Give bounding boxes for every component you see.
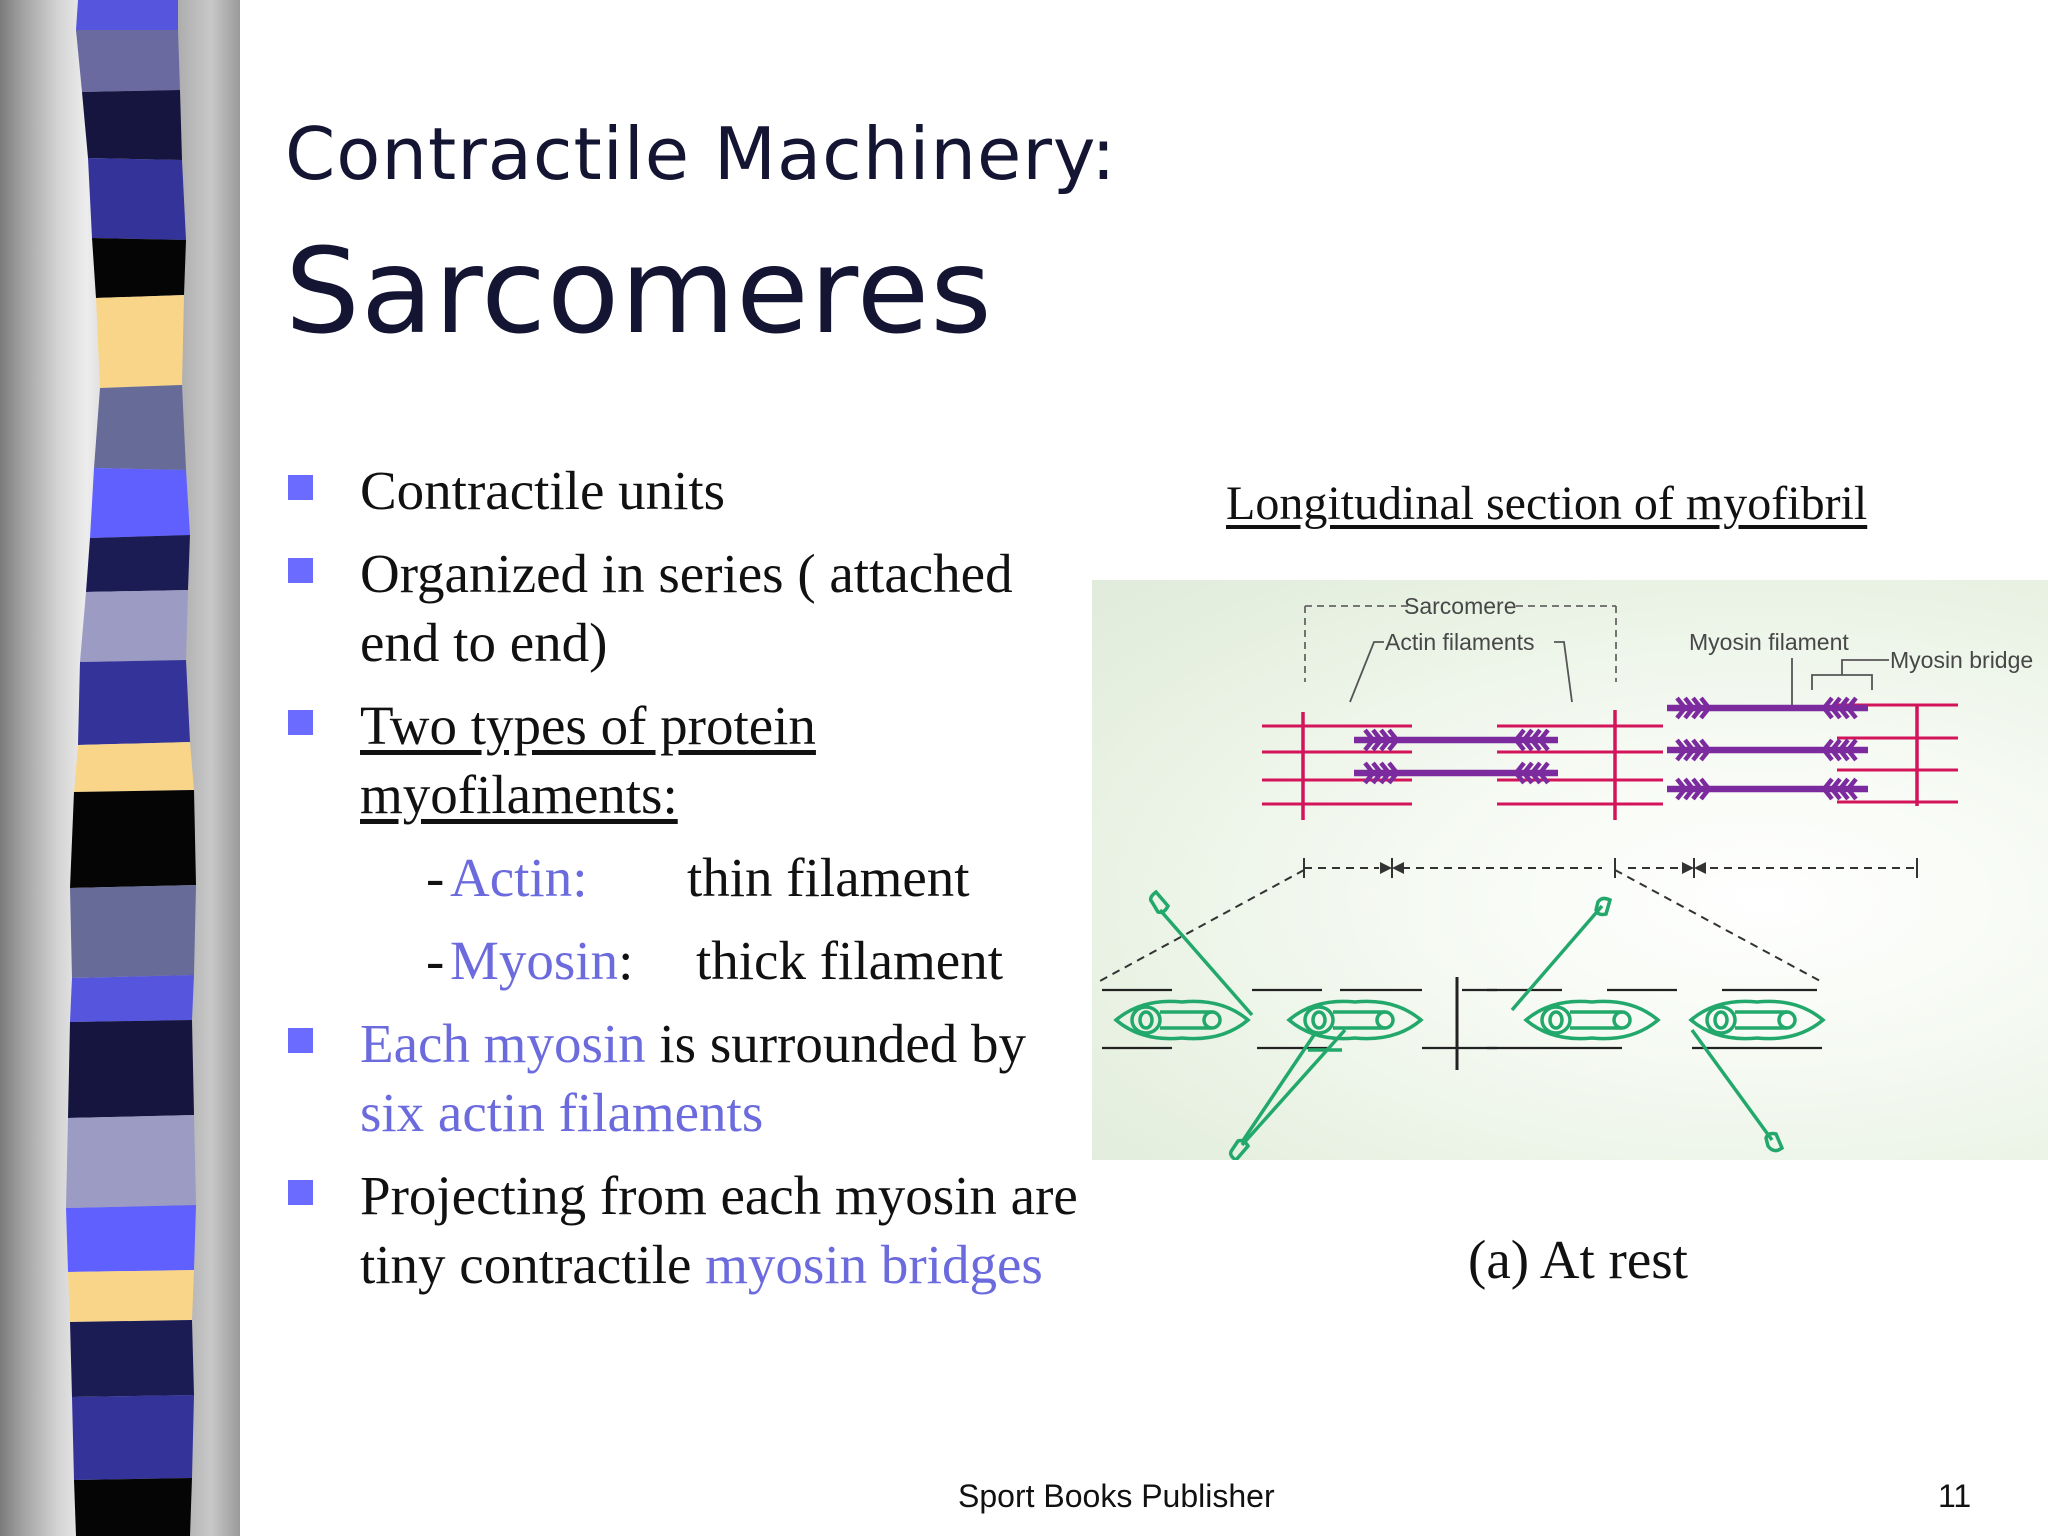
- highlight-text: six actin filaments: [360, 1082, 764, 1143]
- bullet-square-icon: [288, 558, 313, 583]
- label-actin-filaments: Actin filaments: [1385, 629, 1535, 655]
- bullet-item: Contractile units: [288, 456, 1088, 525]
- sub-item-myosin: -Myosin:thick filament: [288, 926, 1088, 995]
- bullet-square-icon: [288, 475, 313, 500]
- highlight-text: myosin bridges: [705, 1234, 1043, 1295]
- bullet-text: is surrounded by: [645, 1013, 1027, 1074]
- label-myosin-filament: Myosin filament: [1689, 629, 1849, 655]
- decorative-sidebar: [0, 0, 240, 1536]
- figure-title: Longitudinal section of myofibril: [1226, 477, 1868, 530]
- label-myosin-bridge: Myosin bridge: [1890, 647, 2033, 673]
- bullet-square-icon: [288, 1180, 313, 1205]
- bullet-item: Organized in series ( attached end to en…: [288, 539, 1088, 677]
- bullet-item: Each myosin is surrounded by six actin f…: [288, 1009, 1088, 1147]
- slide-title-line2: Sarcomeres: [285, 222, 993, 360]
- bullet-square-icon: [288, 710, 313, 735]
- bullet-list: Contractile units Organized in series ( …: [288, 456, 1088, 1313]
- figure-caption: (a) At rest: [1468, 1229, 1688, 1290]
- bullet-square-icon: [288, 1028, 313, 1053]
- bullet-item: Two types of protein myofilaments:: [288, 691, 1088, 829]
- term-myosin-wrapper: Myosin:: [450, 926, 696, 995]
- term-description: thin filament: [687, 847, 970, 908]
- term-actin: Actin:: [450, 847, 588, 908]
- page-number: 11: [1938, 1478, 1972, 1514]
- label-sarcomere: Sarcomere: [1404, 593, 1516, 619]
- highlight-text: Each myosin: [360, 1013, 646, 1074]
- sub-item-actin: -Actin: thin filament: [288, 843, 1088, 912]
- bullet-item: Projecting from each myosin are tiny con…: [288, 1161, 1088, 1299]
- sub-item-dash: -: [426, 847, 445, 908]
- term-description: thick filament: [696, 930, 1003, 991]
- bullet-text: Projecting from each myosin are tiny con…: [360, 1165, 1078, 1295]
- slide-title-line1: Contractile Machinery:: [285, 112, 1117, 196]
- sidebar-stripes: [66, 0, 196, 1536]
- myofibril-diagram: Sarcomere Actin filaments Myosin filamen…: [1092, 580, 2048, 1160]
- sub-item-dash: -: [426, 930, 445, 991]
- footer-publisher: Sport Books Publisher: [958, 1478, 1275, 1514]
- term-myosin: Myosin: [450, 930, 619, 991]
- bullet-text: Contractile units: [360, 460, 726, 521]
- myofibril-diagram-svg: Sarcomere Actin filaments Myosin filamen…: [1097, 593, 2033, 1160]
- term-colon: :: [618, 930, 634, 991]
- bullet-text: Organized in series ( attached end to en…: [360, 543, 1013, 673]
- bullet-text: Two types of protein myofilaments:: [360, 695, 816, 825]
